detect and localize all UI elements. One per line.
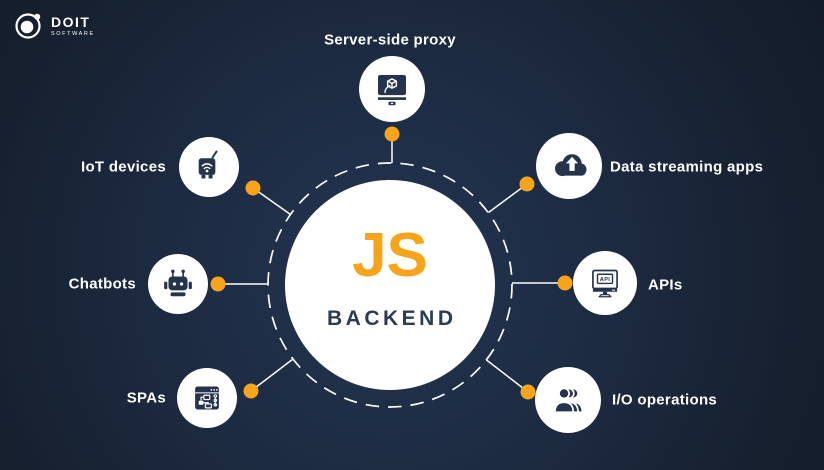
dot-chatbots	[210, 276, 226, 292]
dot-server-side-proxy	[384, 126, 400, 142]
chatbot-robot-icon	[164, 269, 192, 297]
hub-circle: JS BACKEND	[285, 180, 495, 390]
cloud-upload-icon	[555, 154, 587, 177]
dot-spas	[243, 383, 259, 399]
iot-device-icon	[198, 150, 218, 179]
hub-dashed-ring	[267, 162, 513, 408]
hub-subtitle: BACKEND	[327, 307, 457, 330]
server-proxy-monitor-icon	[378, 75, 406, 106]
connector-iot	[252, 187, 291, 216]
node-data-streaming-apps	[536, 133, 602, 199]
node-server-side-proxy	[359, 56, 425, 122]
dot-iot-devices	[245, 180, 261, 196]
connector-spas	[250, 358, 294, 392]
label-apis: APIs	[648, 276, 683, 294]
brand-name: DOIT	[51, 13, 91, 30]
label-spas: SPAs	[126, 389, 166, 407]
dot-apis	[557, 275, 573, 291]
brand-logo: DOIT SOFTWARE	[13, 11, 95, 41]
node-io-operations	[535, 367, 601, 433]
node-spas	[177, 368, 237, 428]
label-chatbots: Chatbots	[68, 275, 136, 293]
node-chatbots	[148, 254, 208, 314]
label-io-operations: I/O operations	[612, 391, 718, 409]
dot-io-operations	[520, 384, 536, 400]
node-iot-devices	[179, 137, 239, 197]
label-server-side-proxy: Server-side proxy	[324, 31, 456, 49]
label-iot-devices: IoT devices	[80, 158, 166, 176]
hub-title: JS	[352, 221, 428, 290]
api-monitor-icon: API	[592, 269, 618, 298]
api-icon-text: API	[600, 277, 611, 283]
browser-app-icon	[195, 386, 219, 410]
label-data-streaming-apps: Data streaming apps	[610, 158, 764, 176]
users-group-icon	[553, 387, 584, 414]
node-apis: API	[573, 251, 637, 315]
brand-subtitle: SOFTWARE	[51, 30, 95, 37]
doit-logo-icon	[15, 13, 41, 39]
dot-data-streaming-apps	[519, 176, 535, 192]
